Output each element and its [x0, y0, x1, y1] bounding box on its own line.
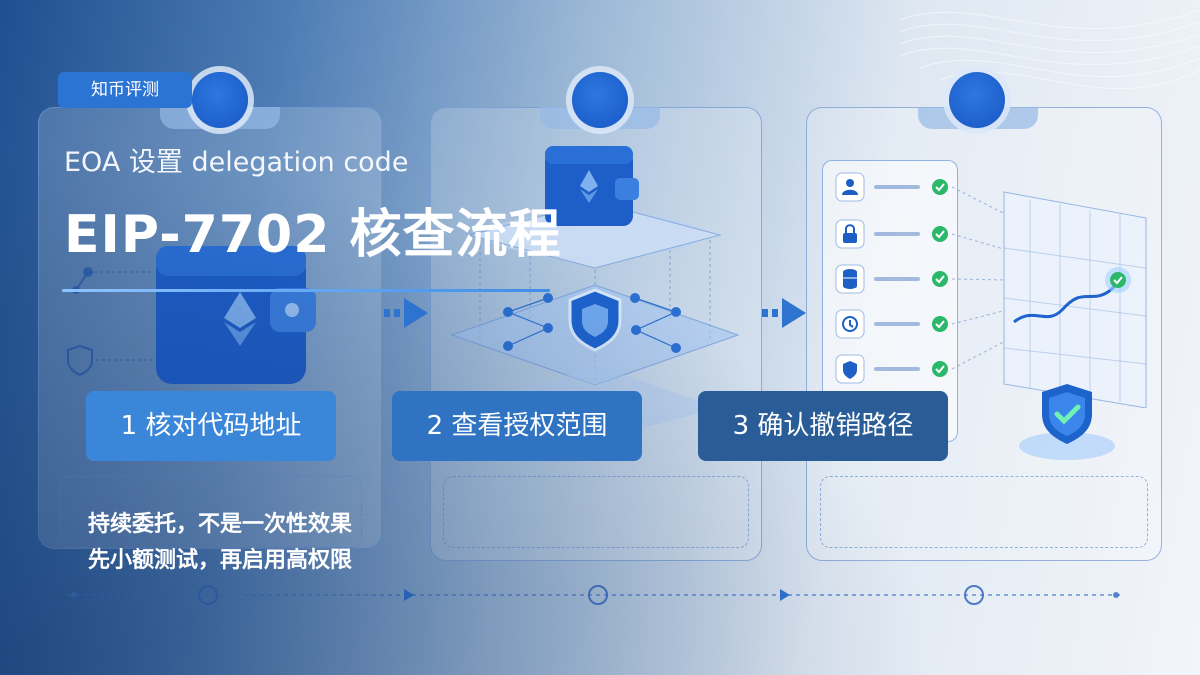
network-node-icon	[72, 267, 154, 294]
note-line-2: 先小额测试，再启用高权限	[88, 548, 353, 573]
step-button-1[interactable]: 1 核对代码地址	[86, 391, 336, 461]
page-title: EIP-7702 核查流程	[64, 205, 562, 265]
security-shield-icon	[1019, 384, 1115, 460]
checklist-rows	[835, 172, 1008, 384]
title-underline	[62, 289, 550, 292]
note-line-1: 持续委托，不是一次性效果	[88, 512, 353, 537]
flow-arrow-2	[762, 298, 806, 328]
flow-arrow-1	[384, 298, 428, 328]
card-placeholder-3	[820, 476, 1148, 548]
card-marker-3	[949, 72, 1005, 128]
card-marker-2	[572, 72, 628, 128]
step-button-3[interactable]: 3 确认撤销路径	[698, 391, 948, 461]
ethereum-wallet-icon	[156, 246, 316, 384]
shield-outline-icon	[67, 344, 154, 377]
wave-lines-decoration	[900, 9, 1200, 90]
card-marker-1	[192, 72, 248, 128]
card-placeholder-2	[443, 476, 749, 548]
page-subtitle: EOA 设置 delegation code	[64, 147, 409, 178]
step-button-2[interactable]: 2 查看授权范围	[392, 391, 642, 461]
analytics-chart-panel	[1003, 191, 1147, 408]
brand-badge: 知币评测	[58, 72, 192, 108]
card-placeholder-1	[60, 476, 362, 548]
progress-timeline	[68, 585, 1120, 605]
